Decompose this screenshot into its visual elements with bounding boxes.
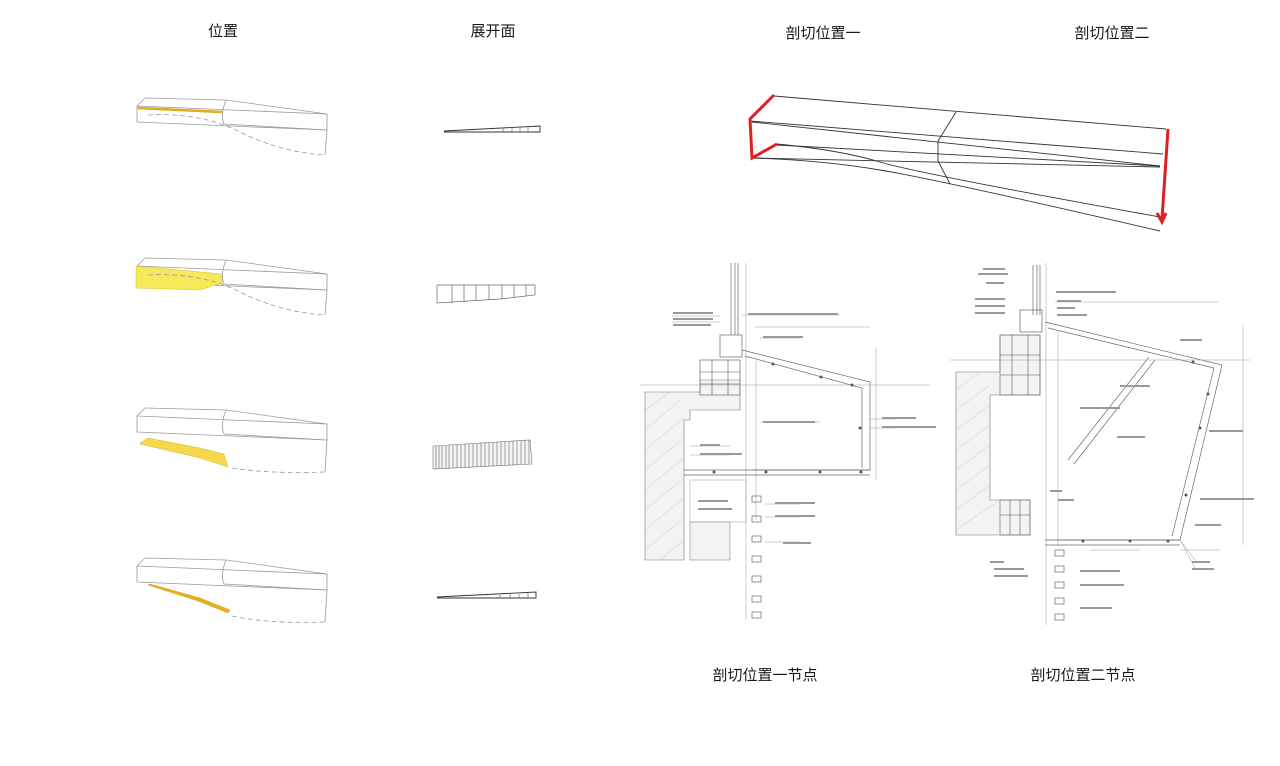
section-position-beam [748, 93, 1170, 232]
unfolded-diagram-3 [432, 439, 533, 470]
title-section-1: 剖切位置一 [785, 24, 861, 42]
position-diagram-4 [136, 557, 328, 623]
title-position: 位置 [207, 22, 239, 40]
unfolded-diagram-2 [436, 284, 536, 304]
unfolded-diagram-1 [443, 125, 541, 133]
title-section-2: 剖切位置二 [1074, 24, 1150, 42]
title-unfolded: 展开面 [470, 22, 516, 40]
section-node-detail-1 [640, 263, 936, 620]
position-diagram-1 [136, 97, 328, 156]
title-node-2: 剖切位置二节点 [1030, 666, 1136, 684]
section-node-detail-2 [950, 263, 1254, 625]
position-diagram-3 [136, 407, 328, 473]
title-node-1: 剖切位置一节点 [712, 666, 818, 684]
position-diagram-2 [135, 257, 328, 316]
unfolded-diagram-4 [436, 591, 537, 599]
